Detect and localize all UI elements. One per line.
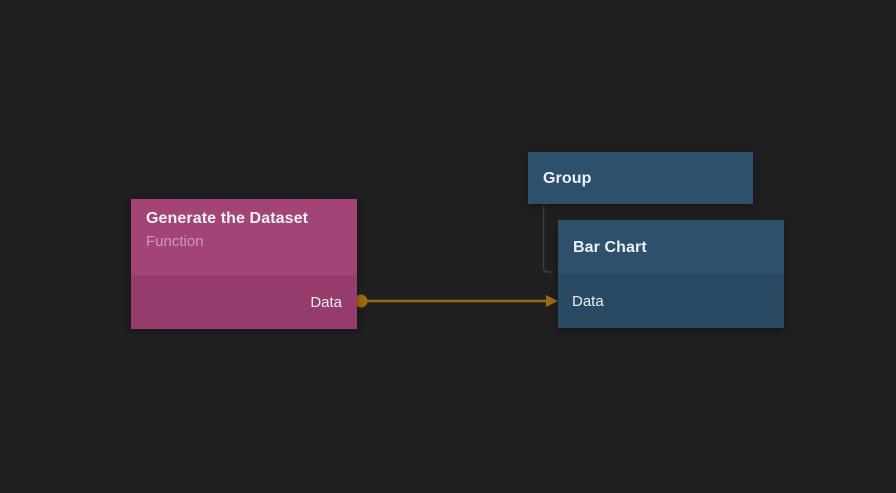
node-title: Bar Chart	[573, 238, 647, 256]
input-port-label: Data	[572, 292, 604, 310]
node-title: Group	[543, 169, 592, 187]
node-group[interactable]: Group	[528, 152, 753, 204]
node-generate-dataset-header[interactable]: Generate the Dataset Function	[131, 199, 357, 275]
node-generate-dataset[interactable]: Generate the Dataset Function Data	[131, 199, 357, 329]
input-port-data[interactable]: Data	[558, 274, 784, 328]
group-child-connector-line	[542, 205, 553, 273]
output-port-dot[interactable]	[354, 294, 368, 308]
node-subtitle: Function	[146, 233, 204, 250]
node-bar-chart-header[interactable]: Bar Chart	[558, 220, 784, 274]
node-bar-chart[interactable]: Bar Chart Data	[558, 220, 784, 328]
node-generate-dataset-body: Data	[131, 275, 357, 329]
node-title: Generate the Dataset	[146, 210, 309, 227]
node-bar-chart-body: Data	[558, 274, 784, 328]
output-port-data[interactable]: Data	[131, 275, 357, 329]
output-port-label: Data	[310, 293, 342, 311]
